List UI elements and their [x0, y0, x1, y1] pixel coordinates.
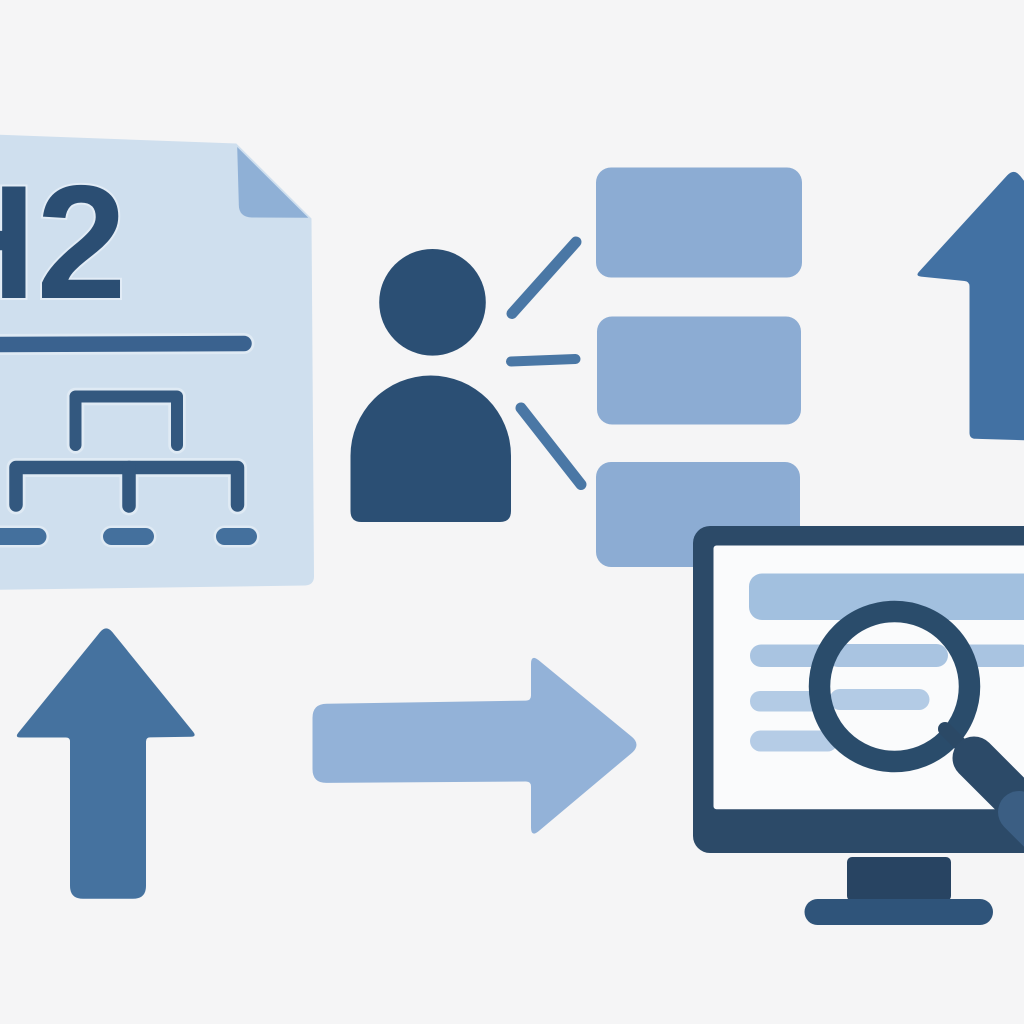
svg-text:H2: H2 [0, 152, 126, 333]
